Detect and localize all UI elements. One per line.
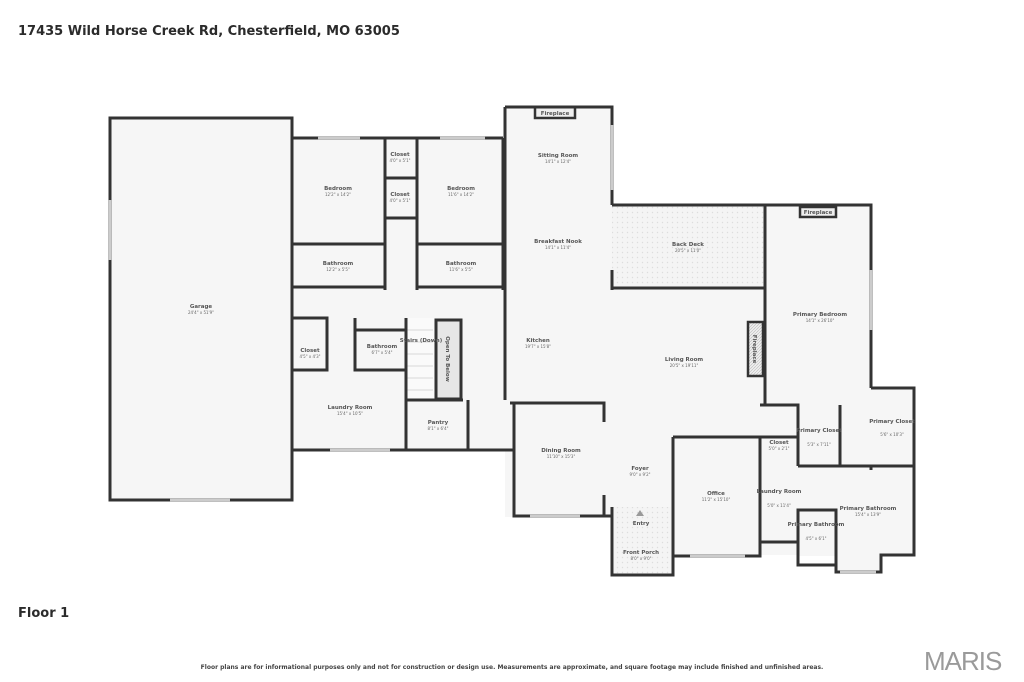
room-dims: 20'5" x 19'11" (670, 363, 699, 368)
room-dims: 15'4" x 10'5" (337, 411, 363, 416)
room-dims: 11'2" x 15'10" (702, 497, 731, 502)
room-dims: 14'1" x 12'4" (545, 159, 571, 164)
room-dims: 8'1" x 6'4" (428, 426, 449, 431)
room-dims: 6'7" x 5'4" (372, 350, 393, 355)
fireplace-label: Fireplace (804, 210, 833, 216)
room-dims: 11'10" x 15'3" (547, 454, 576, 459)
entry-arrow-icon (636, 510, 644, 516)
fireplace-label: Fireplace (751, 335, 757, 364)
room-dims: 15'4" x 13'9" (855, 512, 881, 517)
fireplace-primary-bedroom (798, 205, 838, 219)
room-dims: 20'5" x 11'0" (675, 248, 701, 253)
room-name: Foyer (631, 466, 649, 472)
room-name: Closet (390, 152, 410, 158)
room-name: Front Porch (623, 550, 659, 556)
room-dims: 5'0" x 2'1" (769, 446, 790, 451)
open-to-below-label: Open To Below (444, 336, 450, 382)
stair-treads (407, 329, 433, 391)
room-name: Kitchen (526, 338, 550, 344)
room-dims: 5'6" x 10'3" (880, 432, 904, 437)
room-dims: 8'0" x 9'0" (631, 556, 652, 561)
room-name: Entry (633, 521, 650, 527)
fireplace-living-room (746, 320, 765, 378)
floor-fill (110, 107, 914, 572)
room-dims: 14'1" x 11'4" (545, 245, 571, 250)
room-name: Primary Bedroom (793, 312, 847, 318)
room-name: Closet (300, 348, 320, 354)
room-name: Primary Bathroom (840, 506, 897, 512)
windows (108, 125, 876, 574)
room-dims: 12'2" x 14'2" (325, 192, 351, 197)
room-name: Bedroom (324, 186, 352, 192)
room-dims: 24'4" x 51'9" (188, 310, 214, 315)
room-name: Bathroom (367, 344, 398, 350)
stairs (406, 318, 434, 400)
room-name: Bathroom (446, 261, 477, 267)
room-name: Primary Closet (869, 419, 915, 425)
room-dims: 9'0" x 9'2" (630, 472, 651, 477)
room-dims: 11'6" x 14'2" (448, 192, 474, 197)
front-porch-area (614, 507, 672, 574)
room-name: Garage (190, 304, 213, 310)
room-dims: 14'1" x 26'10" (806, 318, 835, 323)
room-name: Office (707, 491, 725, 497)
room-name: Sitting Room (538, 153, 579, 159)
room-dims: 4'5" x 4'3" (300, 354, 321, 359)
room-name: Pantry (428, 420, 449, 426)
room-name: Closet (390, 192, 410, 198)
room-name: Bedroom (447, 186, 475, 192)
room-name: Breakfast Nook (534, 239, 582, 245)
room-name: Back Deck (672, 242, 704, 248)
floor-label: Floor 1 (18, 606, 70, 621)
room-dims: 5'0" x 11'4" (767, 503, 791, 508)
room-dims: 5'3" x 7'11" (807, 442, 831, 447)
disclaimer: Floor plans are for informational purpos… (200, 664, 824, 671)
room-name: Primary Bathroom (788, 522, 845, 528)
room-dims: 4'0" x 5'1" (390, 198, 411, 203)
room-name: Bathroom (323, 261, 354, 267)
room-dims: 12'2" x 5'5" (326, 267, 350, 272)
listing-address: 17435 Wild Horse Creek Rd, Chesterfield,… (18, 24, 400, 39)
room-dims: 19'7" x 15'8" (525, 344, 551, 349)
room-name: Primary Closet (796, 428, 842, 434)
room-dims: 4'0" x 5'1" (390, 158, 411, 163)
room-name: Living Room (665, 357, 703, 363)
room-name: Dining Room (541, 448, 581, 454)
room-dims: 11'6" x 5'5" (449, 267, 473, 272)
back-deck-area (612, 205, 765, 288)
fireplace-label: Fireplace (541, 111, 570, 117)
room-dims: 4'5" x 6'1" (806, 536, 827, 541)
room-name: Laundry Room (328, 405, 373, 411)
room-name: Stairs (Down) (400, 338, 443, 344)
maris-logo: MARIS (924, 646, 1002, 676)
room-name: Closet (769, 440, 789, 446)
room-name: Laundry Room (757, 489, 802, 495)
